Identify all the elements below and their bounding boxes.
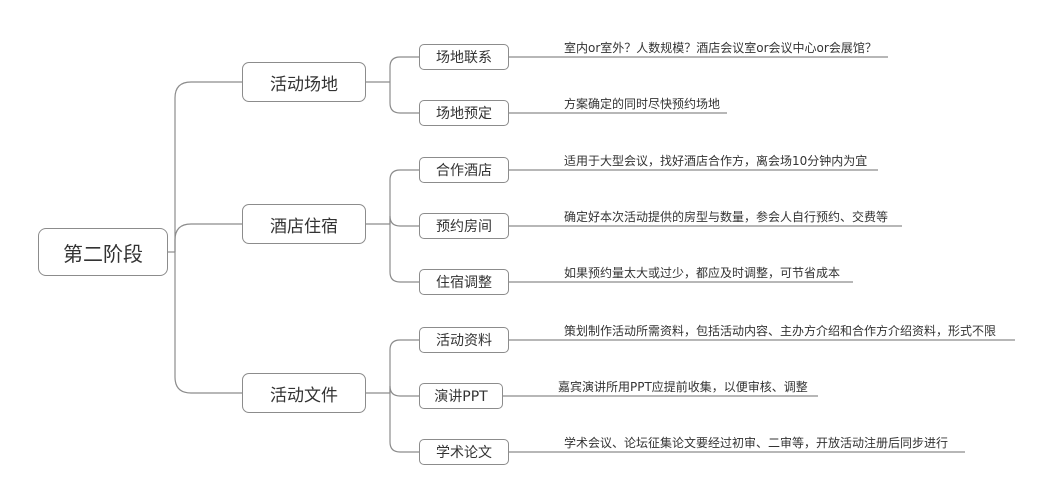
leaf-note: 室内or室外？人数规模？酒店会议室or会议中心or会展馆？ [564,41,877,55]
branch-label: 活动文件 [270,385,338,406]
leaf-node-event-materials[interactable]: 活动资料 [419,327,509,353]
branch-label: 活动场地 [270,74,338,95]
leaf-note: 嘉宾演讲所用PPT应提前收集，以便审核、调整 [558,380,808,394]
branch-node-hotel[interactable]: 酒店住宿 [242,204,366,244]
leaf-label: 场地联系 [436,50,492,66]
leaf-node-room-booking[interactable]: 预约房间 [419,213,509,239]
leaf-node-academic-papers[interactable]: 学术论文 [419,439,509,465]
branch-node-documents[interactable]: 活动文件 [242,373,366,413]
leaf-label: 演讲PPT [434,389,488,405]
leaf-label: 合作酒店 [436,163,492,179]
leaf-label: 预约房间 [436,219,492,235]
leaf-label: 学术论文 [436,445,492,461]
leaf-node-speech-ppt[interactable]: 演讲PPT [419,383,503,409]
leaf-note: 策划制作活动所需资料，包括活动内容、主办方介绍和合作方介绍资料，形式不限 [564,324,997,338]
leaf-node-partner-hotel[interactable]: 合作酒店 [419,157,509,183]
branch-node-venue[interactable]: 活动场地 [242,62,366,102]
root-label: 第二阶段 [63,241,143,266]
leaf-note: 确定好本次活动提供的房型与数量，参会人自行预约、交费等 [564,210,889,224]
branch-label: 酒店住宿 [270,216,338,237]
leaf-node-venue-contact[interactable]: 场地联系 [419,44,509,70]
leaf-note: 方案确定的同时尽快预约场地 [564,97,721,111]
leaf-label: 住宿调整 [436,275,492,291]
leaf-note: 适用于大型会议，找好酒店合作方，离会场10分钟内为宜 [564,154,868,168]
leaf-node-stay-adjust[interactable]: 住宿调整 [419,269,509,295]
leaf-label: 场地预定 [436,106,492,122]
leaf-node-venue-booking[interactable]: 场地预定 [419,100,509,126]
leaf-note: 如果预约量太大或过少，都应及时调整，可节省成本 [564,266,841,280]
leaf-label: 活动资料 [436,333,492,349]
mindmap-root-node[interactable]: 第二阶段 [38,228,168,276]
leaf-note: 学术会议、论坛征集论文要经过初审、二审等，开放活动注册后同步进行 [564,436,949,450]
